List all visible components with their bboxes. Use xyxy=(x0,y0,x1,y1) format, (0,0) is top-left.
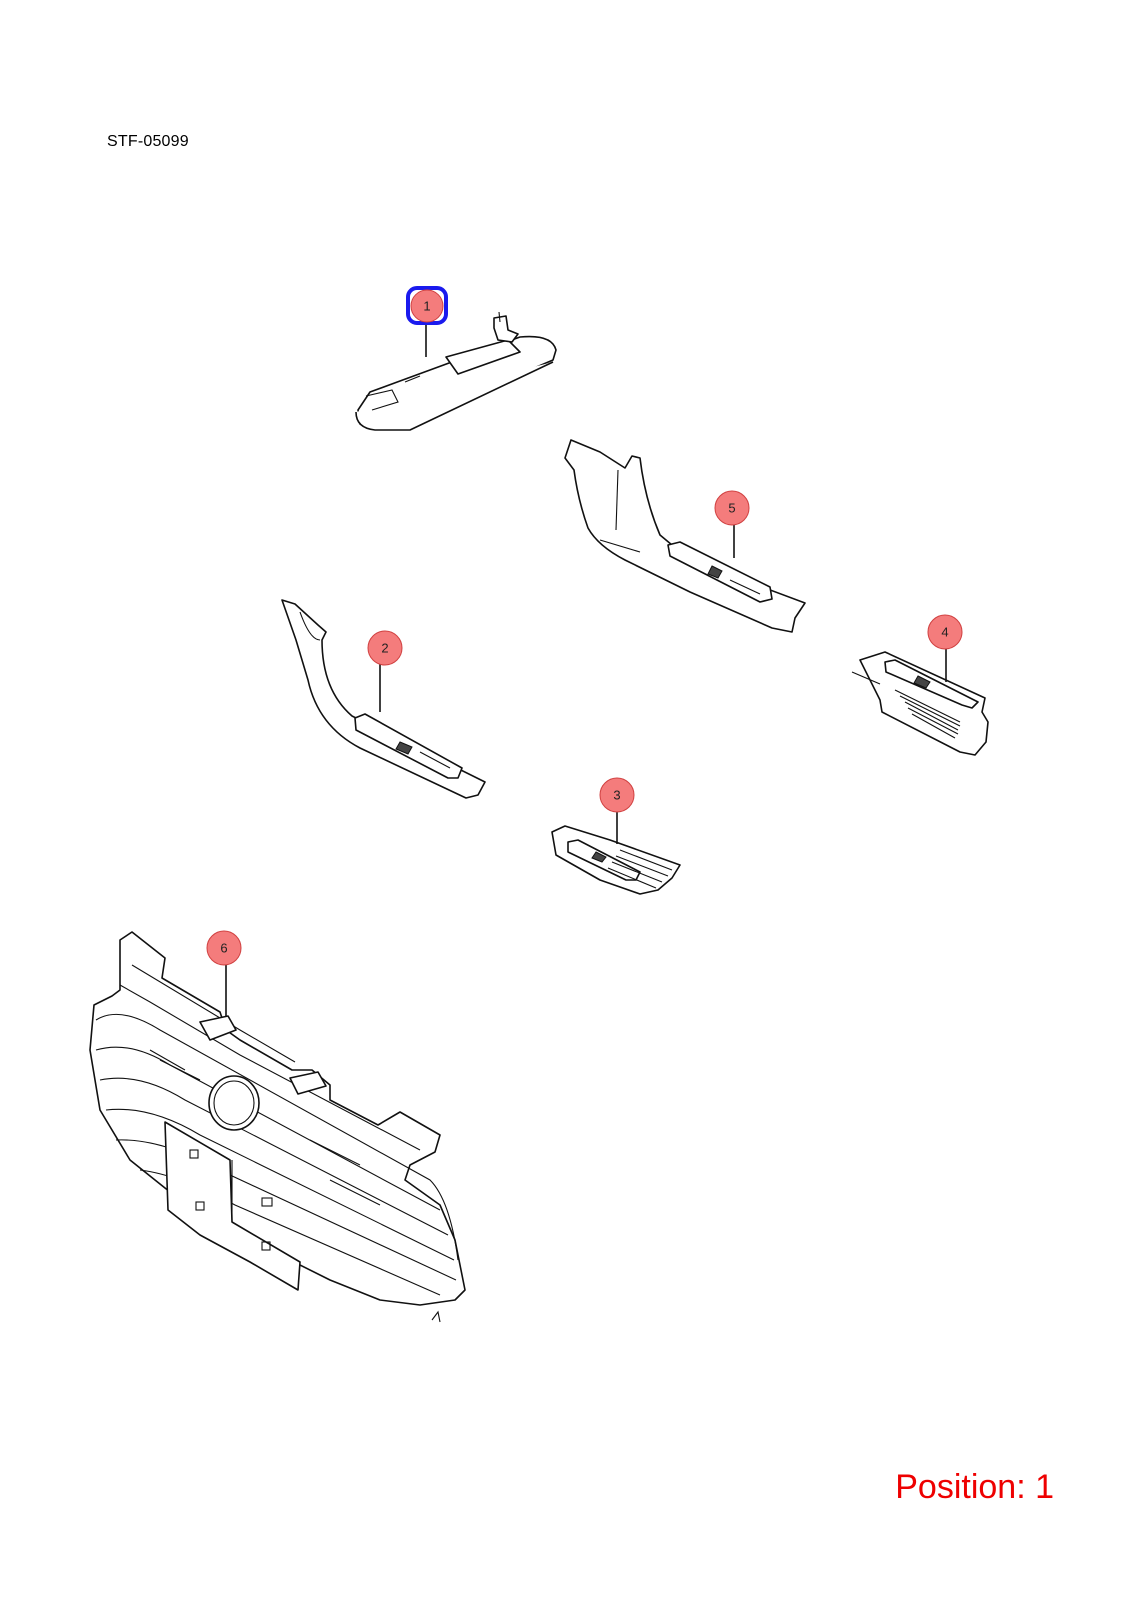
position-readout: Position: 1 xyxy=(895,1468,1054,1506)
front-sill-trim-part xyxy=(281,599,486,799)
callout-1[interactable]: 1 xyxy=(406,286,448,325)
sun-visor-part xyxy=(355,311,557,431)
callout-2[interactable]: 2 xyxy=(367,630,403,666)
diagram-code: STF-05099 xyxy=(107,133,189,150)
callout-3[interactable]: 3 xyxy=(599,777,635,813)
callout-6[interactable]: 6 xyxy=(206,930,242,966)
rear-step-plate-part xyxy=(851,651,989,756)
front-step-plate-part xyxy=(551,825,681,895)
radiator-grille-part xyxy=(89,931,466,1323)
rear-sill-trim-part xyxy=(564,439,806,633)
selection-marker xyxy=(406,286,448,325)
callout-4[interactable]: 4 xyxy=(927,614,963,650)
callout-5[interactable]: 5 xyxy=(714,490,750,526)
